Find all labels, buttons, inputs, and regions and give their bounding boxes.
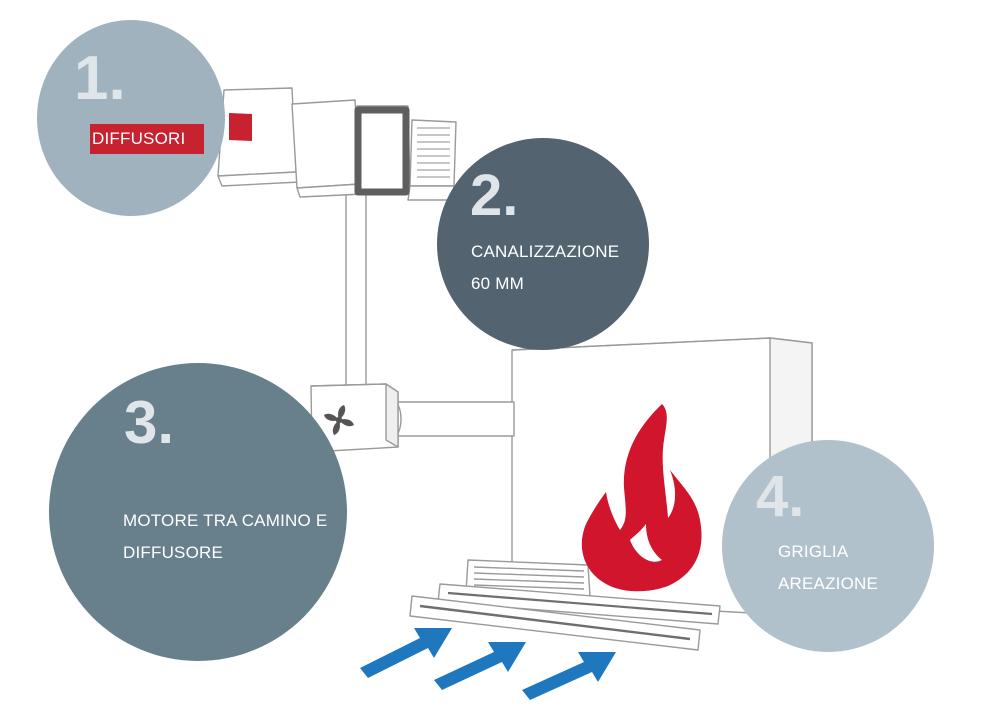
step-3-label: MOTORE TRA CAMINO E DIFFUSORE (123, 505, 327, 569)
step-3-number: 3. (124, 389, 175, 456)
vertical-duct (345, 189, 367, 391)
airflow-arrow-icon (434, 642, 526, 690)
airflow-arrows (360, 628, 616, 700)
step-1-circle (37, 20, 225, 216)
ventilation-grille (409, 559, 721, 651)
step-4-label: GRIGLIA AREAZIONE (778, 536, 878, 600)
step-2-label: CANALIZZAZIONE 60 MM (471, 236, 619, 300)
horizontal-duct (386, 401, 515, 437)
flame-icon (581, 404, 702, 592)
step-3-label-line-2: DIFFUSORE (123, 543, 224, 562)
step-1-label: DIFFUSORI (90, 124, 204, 154)
step-4-number: 4. (756, 464, 805, 529)
step-2-number: 2. (470, 163, 519, 228)
step-4-circle (722, 440, 934, 652)
step-3-circle (49, 363, 347, 661)
diffuser-units (217, 87, 457, 201)
step-1-number: 1. (74, 44, 126, 113)
step-3-label-line-1: MOTORE TRA CAMINO E (123, 511, 328, 530)
step-2-circle (437, 138, 649, 350)
step-2-label-line-2: 60 MM (471, 274, 524, 293)
step-2-label-line-1: CANALIZZAZIONE (471, 242, 620, 261)
motor-box (310, 383, 399, 453)
step-4-label-line-1: GRIGLIA (778, 542, 849, 561)
fan-icon (324, 405, 354, 435)
airflow-arrow-icon (522, 652, 616, 700)
step-4-label-line-2: AREAZIONE (778, 574, 879, 593)
airflow-arrow-icon (360, 628, 452, 678)
